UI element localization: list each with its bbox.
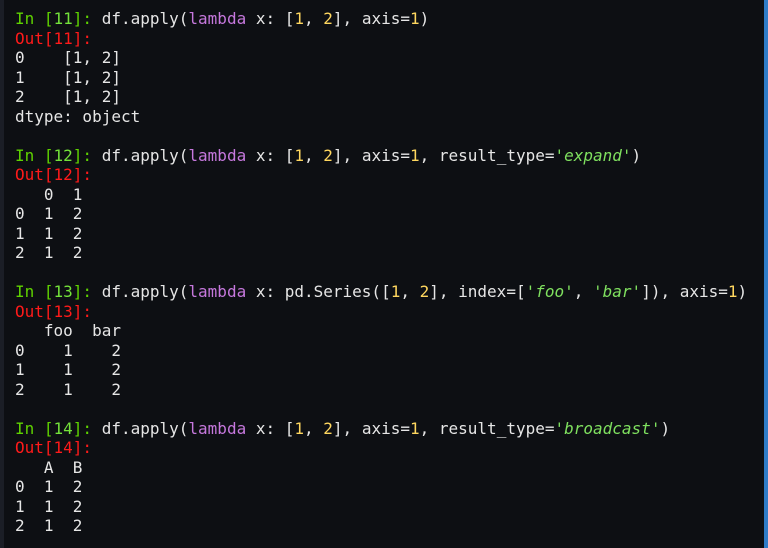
output-line: 2 1 2 [15, 516, 83, 535]
code-token: , [573, 282, 594, 301]
input-prompt-close: ]: [72, 418, 102, 438]
output-line: 1 1 2 [15, 360, 121, 379]
code-token: df.apply( [101, 418, 189, 438]
input-line[interactable]: In [12]: df.apply(lambda x: [1, 2], axis… [15, 146, 768, 166]
output-line: dtype: object [15, 106, 141, 126]
code-token: , [304, 9, 324, 28]
code-token: ) [737, 282, 748, 301]
output-line: 0 1 2 [15, 204, 83, 223]
input-prompt-close: ]: [72, 9, 102, 28]
input-prompt: In [ [15, 418, 54, 438]
input-prompt: In [ [15, 9, 54, 28]
output-prompt: Out[11]: [15, 28, 93, 48]
output-line: 0 1 [15, 184, 83, 204]
code-token: 2 [323, 418, 333, 438]
blank-line [15, 263, 768, 283]
output-line: 1 1 2 [15, 496, 83, 516]
output-prompt: Out[13]: [15, 301, 93, 321]
code-token: ], index=[ [429, 282, 526, 301]
output-line: foo bar [15, 321, 121, 340]
output-line: 1 1 2 [15, 223, 83, 243]
code-token: 1 [727, 282, 738, 301]
code-token: ], axis= [332, 145, 410, 165]
notebook-cell: In [12]: df.apply(lambda x: [1, 2], axis… [15, 146, 768, 263]
input-prompt: In [ [15, 145, 54, 165]
code-token: ], axis= [332, 9, 410, 28]
input-prompt-number: 12 [53, 145, 73, 165]
notebook-cell: In [13]: df.apply(lambda x: pd.Series([1… [15, 282, 768, 399]
output-prompt: Out[14]: [15, 438, 93, 457]
output-prompt: Out[12]: [15, 165, 93, 184]
notebook-cell: In [14]: df.apply(lambda x: [1, 2], axis… [15, 419, 768, 536]
code-token: df.apply( [101, 9, 189, 28]
output-line: A B [15, 457, 83, 477]
code-token: 'foo' [525, 282, 574, 301]
code-token: ], axis= [332, 418, 410, 438]
code-token: ]), axis= [641, 282, 728, 301]
output-line: 2 [1, 2] [15, 87, 121, 106]
input-line[interactable]: In [14]: df.apply(lambda x: [1, 2], axis… [15, 419, 768, 439]
code-token: 'expand' [554, 145, 632, 165]
blank-line [15, 399, 768, 419]
code-token: 1 [294, 418, 305, 438]
output-line: 1 [1, 2] [15, 67, 121, 87]
code-token: 2 [323, 145, 333, 165]
output-line: 0 1 2 [15, 477, 83, 496]
code-token: 1 [409, 9, 420, 28]
code-token: df.apply( [101, 282, 189, 301]
code-token: x: pd.Series([ [246, 282, 391, 301]
code-token: x: [ [246, 418, 295, 438]
code-token: , [400, 282, 420, 301]
code-token: 1 [294, 145, 305, 165]
input-prompt-number: 13 [53, 282, 73, 301]
code-token: x: [ [246, 145, 295, 165]
code-token: ) [631, 145, 642, 165]
notebook-cell: In [11]: df.apply(lambda x: [1, 2], axis… [15, 9, 768, 126]
input-prompt: In [ [15, 282, 54, 301]
code-token: 1 [294, 9, 305, 28]
output-line: 0 1 2 [15, 340, 121, 360]
code-token: lambda [188, 282, 247, 301]
input-prompt-close: ]: [72, 145, 102, 165]
input-prompt-close: ]: [72, 282, 102, 301]
code-token: 1 [390, 282, 401, 301]
code-token: lambda [188, 9, 247, 28]
code-token: 'broadcast' [554, 418, 661, 438]
code-token: , [304, 145, 324, 165]
input-line[interactable]: In [11]: df.apply(lambda x: [1, 2], axis… [15, 9, 768, 29]
output-line: 0 [1, 2] [15, 48, 121, 67]
blank-line [15, 126, 768, 146]
input-prompt-number: 11 [53, 9, 73, 28]
code-token: lambda [188, 418, 247, 438]
input-line[interactable]: In [13]: df.apply(lambda x: pd.Series([1… [15, 282, 768, 302]
code-token: , [304, 418, 324, 438]
code-token: , result_type= [419, 418, 555, 438]
code-token: 'bar' [593, 282, 642, 301]
output-line: 2 1 2 [15, 379, 121, 399]
output-line: 2 1 2 [15, 243, 83, 262]
code-token: 1 [409, 418, 420, 438]
code-token: x: [ [246, 9, 295, 28]
code-token: df.apply( [101, 145, 189, 165]
code-token: , result_type= [419, 145, 555, 165]
code-token: lambda [188, 145, 247, 165]
code-token: 2 [419, 282, 430, 301]
code-token: 2 [323, 9, 333, 28]
input-prompt-number: 14 [53, 418, 73, 438]
code-token: ) [660, 418, 671, 438]
code-token: ) [419, 9, 430, 28]
code-token: 1 [409, 145, 420, 165]
